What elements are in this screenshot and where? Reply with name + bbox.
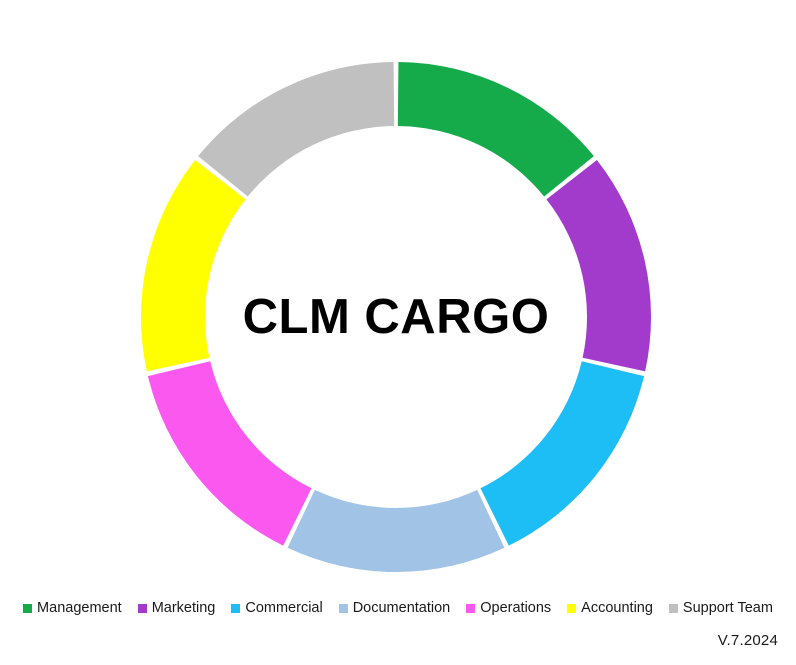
legend-item-commercial[interactable]: Commercial [231, 599, 323, 616]
legend-item-label: Accounting [581, 599, 653, 616]
donut-slice-group [140, 62, 652, 573]
legend-swatch-icon [466, 603, 476, 613]
version-stamp: V.7.2024 [717, 632, 778, 649]
legend-item-marketing[interactable]: Marketing [137, 599, 216, 616]
legend-swatch-icon [23, 603, 33, 613]
legend-swatch-icon [567, 603, 577, 613]
legend-item-operations[interactable]: Operations [466, 601, 551, 616]
legend-item-documentation[interactable]: Documentation [338, 599, 451, 616]
donut-slice-documentation[interactable] [287, 489, 505, 573]
donut-slice-support-team[interactable] [198, 62, 395, 197]
legend-item-management[interactable]: Management [23, 601, 122, 616]
donut-slice-marketing[interactable] [546, 159, 652, 372]
legend-item-support-team[interactable]: Support Team [668, 599, 773, 616]
legend-swatch-icon [668, 603, 678, 613]
donut-slice-operations[interactable] [147, 361, 312, 546]
donut-slice-management[interactable] [397, 62, 594, 197]
legend-swatch-icon [231, 603, 241, 613]
donut-chart: CLM CARGO [140, 62, 652, 573]
legend-item-label: Management [37, 599, 122, 616]
chart-center-title: CLM CARGO [243, 290, 550, 344]
donut-slice-accounting[interactable] [140, 159, 246, 372]
legend-swatch-icon [137, 603, 147, 613]
legend-item-accounting[interactable]: Accounting [567, 601, 653, 616]
donut-chart-container: CLM CARGO [140, 62, 652, 573]
legend-swatch-icon [338, 603, 348, 613]
chart-legend: Management Marketing Commercial Documentati… [0, 596, 796, 620]
legend-item-label: Marketing [151, 599, 216, 616]
donut-slice-commercial[interactable] [480, 361, 645, 546]
legend-item-label: Documentation [352, 599, 451, 616]
legend-item-label: Operations [480, 599, 552, 616]
legend-item-label: Commercial [245, 599, 323, 616]
legend-item-label: Support Team [682, 599, 773, 616]
